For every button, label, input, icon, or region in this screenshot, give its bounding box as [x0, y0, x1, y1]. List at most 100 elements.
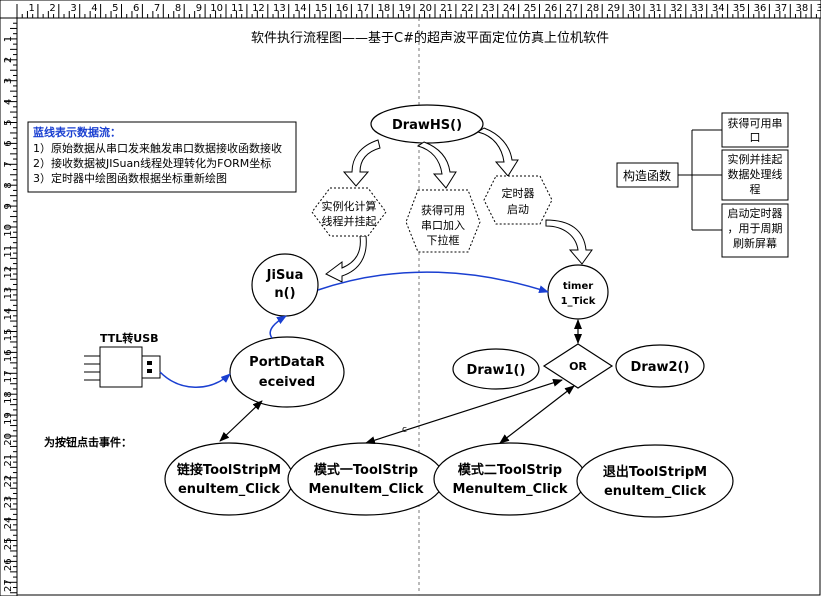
top-ruler-number: 2 — [49, 3, 55, 14]
left-ruler-number: 19 — [3, 412, 14, 425]
constructor-item-3 — [721, 203, 789, 258]
draw1-label: Draw1() — [467, 363, 526, 378]
left-ruler-number: 20 — [3, 433, 14, 446]
mode1-click-line-1: 模式一ToolStrip — [314, 462, 418, 478]
top-ruler-number: 18 — [377, 3, 390, 14]
left-ruler-number: 13 — [3, 287, 14, 300]
step-serial-line-1: 获得可用 — [421, 204, 465, 217]
top-ruler-number: 13 — [273, 3, 286, 14]
constructor-item-2-line-1: 实例并挂起 — [728, 152, 783, 166]
left-ruler-number: 12 — [3, 266, 14, 279]
draw1-node: Draw1() — [452, 348, 540, 390]
top-ruler-number: 26 — [545, 3, 558, 14]
link-click-node: 链接ToolStripM enuItem_Click — [164, 442, 294, 516]
mode1-click-node: 模式一ToolStrip MenuItem_Click — [287, 442, 445, 516]
top-ruler-number: 31 — [649, 3, 662, 14]
top-ruler-number: 38 — [795, 3, 808, 14]
top-ruler-number: 1 — [29, 3, 35, 14]
timer-label-line-1: timer — [563, 281, 593, 292]
top-ruler-number: 33 — [691, 3, 704, 14]
mode2-click-line-1: 模式二ToolStrip — [458, 462, 562, 478]
top-ruler-number: 10 — [210, 3, 223, 14]
left-ruler-number: 24 — [3, 517, 14, 530]
top-ruler-number: 11 — [231, 3, 244, 14]
constructor-item-2-line-3: 程 — [750, 183, 761, 196]
left-ruler-number: 16 — [3, 349, 14, 362]
top-ruler-number: 21 — [440, 3, 453, 14]
top-ruler-number: 35 — [733, 3, 746, 14]
step-thread-line-1: 实例化计算 — [322, 199, 377, 213]
legend-line-3: 3）定时器中绘图函数根据坐标重新绘图 — [33, 171, 227, 185]
top-ruler-number: 16 — [336, 3, 349, 14]
port-label-line-2: eceived — [259, 375, 315, 390]
left-ruler-number: 10 — [3, 224, 14, 237]
constructor-item-3-line-3: 刷新屏幕 — [733, 236, 777, 250]
step-timer-start-line-2: 启动 — [507, 203, 529, 216]
constructor-item-2-line-2: 数据处理线 — [728, 167, 783, 181]
top-ruler-number: 34 — [712, 3, 725, 14]
top-ruler-number: 5 — [112, 3, 118, 14]
top-ruler-number: 28 — [586, 3, 599, 14]
left-ruler: 1234567891011121314151617181920212223242… — [0, 17, 18, 596]
mode1-click-line-2: MenuItem_Click — [309, 482, 424, 497]
left-ruler-number: 25 — [3, 538, 14, 551]
step-thread-line-2: 线程并挂起 — [322, 214, 377, 228]
mode2-click-line-2: MenuItem_Click — [453, 482, 568, 497]
top-ruler-number: 8 — [175, 3, 181, 14]
top-ruler-number: 23 — [482, 3, 495, 14]
step-serial-line-2: 串口加入 — [421, 219, 465, 232]
mode2-click-node: 模式二ToolStrip MenuItem_Click — [433, 442, 587, 516]
left-ruler-number: 18 — [3, 391, 14, 404]
left-ruler-number: 21 — [3, 454, 14, 467]
left-ruler-number: 23 — [3, 496, 14, 509]
top-ruler-number: 14 — [294, 3, 307, 14]
exit-click-line-1: 退出ToolStripM — [603, 464, 707, 480]
left-ruler-number: 11 — [3, 245, 14, 258]
legend-line-1: 1）原始数据从串口发来触发串口数据接收函数接收 — [33, 141, 282, 155]
top-ruler-number: 27 — [566, 3, 579, 14]
top-ruler-number: 29 — [607, 3, 620, 14]
draw2-label: Draw2() — [631, 360, 690, 375]
drawhs-label: DrawHS() — [392, 118, 462, 133]
constructor-item-1-line-2: 口 — [750, 131, 761, 144]
top-ruler-number: 20 — [419, 3, 432, 14]
exit-click-node: 退出ToolStripM enuItem_Click — [576, 444, 734, 518]
link-click-line-1: 链接ToolStripM — [176, 462, 281, 478]
left-ruler-number: 26 — [3, 558, 14, 571]
left-ruler-number: 22 — [3, 475, 14, 488]
timer-label-line-2: 1_Tick — [561, 296, 596, 307]
link-or-to-mode2 — [499, 385, 575, 444]
dataflow-port-to-jisuan — [269, 315, 287, 339]
top-ruler-number: 37 — [775, 3, 788, 14]
step-thread: 实例化计算 线程并挂起 — [311, 187, 387, 237]
or-node: OR — [542, 343, 614, 389]
usb-plug-icon — [84, 346, 161, 388]
link-port-to-linkclick — [219, 400, 263, 442]
step-timer-start: 定时器 启动 — [483, 175, 553, 225]
timer-node: timer 1_Tick — [547, 264, 609, 320]
top-ruler-number: 6 — [133, 3, 139, 14]
left-ruler-number: 17 — [3, 370, 14, 383]
constructor-item-1 — [721, 112, 789, 148]
link-or-to-mode1 — [365, 378, 563, 445]
or-label: OR — [569, 360, 587, 373]
step-serial-line-3: 下拉框 — [427, 233, 460, 247]
left-ruler-number: 14 — [3, 308, 14, 321]
constructor-item-3-line-1: 启动定时器 — [728, 206, 783, 220]
diagram-title: 软件执行流程图——基于C#的超声波平面定位仿真上位机软件 — [251, 30, 609, 46]
top-ruler-number: 32 — [670, 3, 683, 14]
draw2-node: Draw2() — [615, 344, 705, 388]
link-click-line-2: enuItem_Click — [178, 482, 280, 497]
top-ruler-number: 22 — [461, 3, 474, 14]
legend-line-2: 2）接收数据被JISuan线程处理转化为FORM坐标 — [33, 156, 271, 170]
drawhs-node: DrawHS() — [370, 104, 484, 144]
constructor-group: 构造函数 获得可用串 口 实例并挂起 数据处理线 程 启动定时器 ，用于周期 刷… — [616, 112, 789, 258]
constructor-item-1-line-1: 获得可用串 — [728, 117, 783, 130]
top-ruler-number: 36 — [754, 3, 767, 14]
jisuan-label-line-1: JiSua — [266, 268, 304, 283]
exit-click-line-2: enuItem_Click — [604, 484, 706, 499]
top-ruler-number: 9 — [196, 3, 202, 14]
port-label-line-1: PortDataR — [249, 355, 325, 370]
top-ruler-number: 15 — [315, 3, 328, 14]
